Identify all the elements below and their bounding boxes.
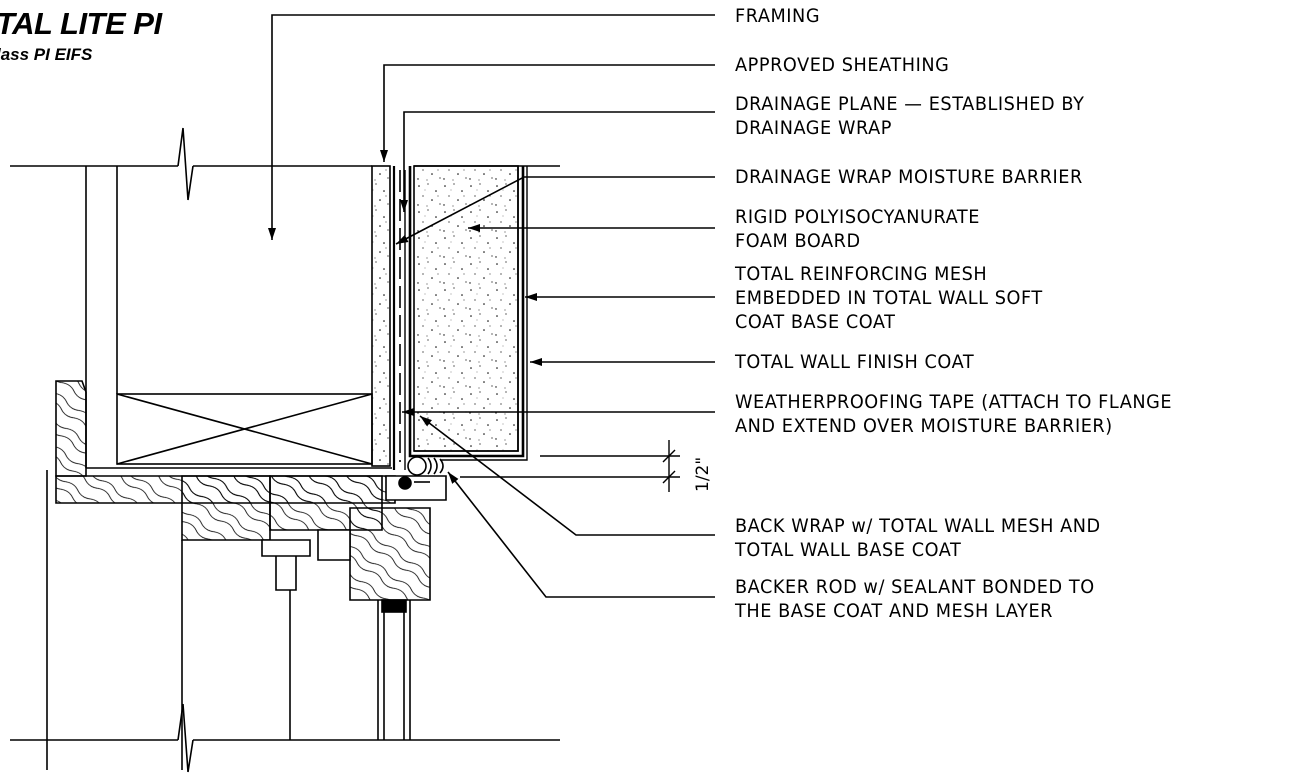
leader-drainage-plane (400, 111, 715, 212)
label-weatherproofing-tape: WEATHERPROOFING TAPE (ATTACH TO FLANGE A… (735, 391, 1173, 437)
detail-title: TAL LITE PI (0, 6, 162, 41)
leader-back-wrap (419, 415, 715, 536)
leader-sheathing (380, 64, 715, 162)
label-finish-coat: TOTAL WALL FINISH COAT (735, 351, 975, 373)
half-inch-dimension (460, 440, 680, 492)
label-back-wrap: BACK WRAP w/ TOTAL WALL MESH AND TOTAL W… (735, 515, 1101, 561)
foam-board (413, 165, 560, 452)
detail-subtitle: lass PI EIFS (0, 45, 93, 64)
label-mesh: TOTAL REINFORCING MESH EMBEDDED IN TOTAL… (735, 263, 1043, 333)
label-foam-board: RIGID POLYISOCYANURATE FOAM BOARD (735, 206, 981, 252)
window-frame (46, 380, 447, 770)
backer-rod (407, 456, 444, 476)
leader-moisture-barrier (395, 176, 715, 245)
leader-framing (268, 14, 715, 240)
label-drainage-plane: DRAINAGE PLANE — ESTABLISHED BY DRAINAGE… (735, 93, 1085, 139)
leader-backer-rod (447, 471, 715, 598)
label-backer-rod: BACKER ROD w/ SEALANT BONDED TO THE BASE… (735, 576, 1095, 622)
label-moisture-barrier: DRAINAGE WRAP MOISTURE BARRIER (735, 166, 1083, 188)
break-line-bottom (10, 703, 560, 773)
label-sheathing: APPROVED SHEATHING (735, 54, 950, 76)
base-coat-finish (408, 166, 528, 461)
dimension-text: 1/2" (693, 456, 713, 492)
leader-lines (268, 14, 715, 598)
label-framing: FRAMING (735, 5, 821, 27)
sheathing (371, 165, 391, 467)
drainage-wrap (392, 166, 406, 470)
